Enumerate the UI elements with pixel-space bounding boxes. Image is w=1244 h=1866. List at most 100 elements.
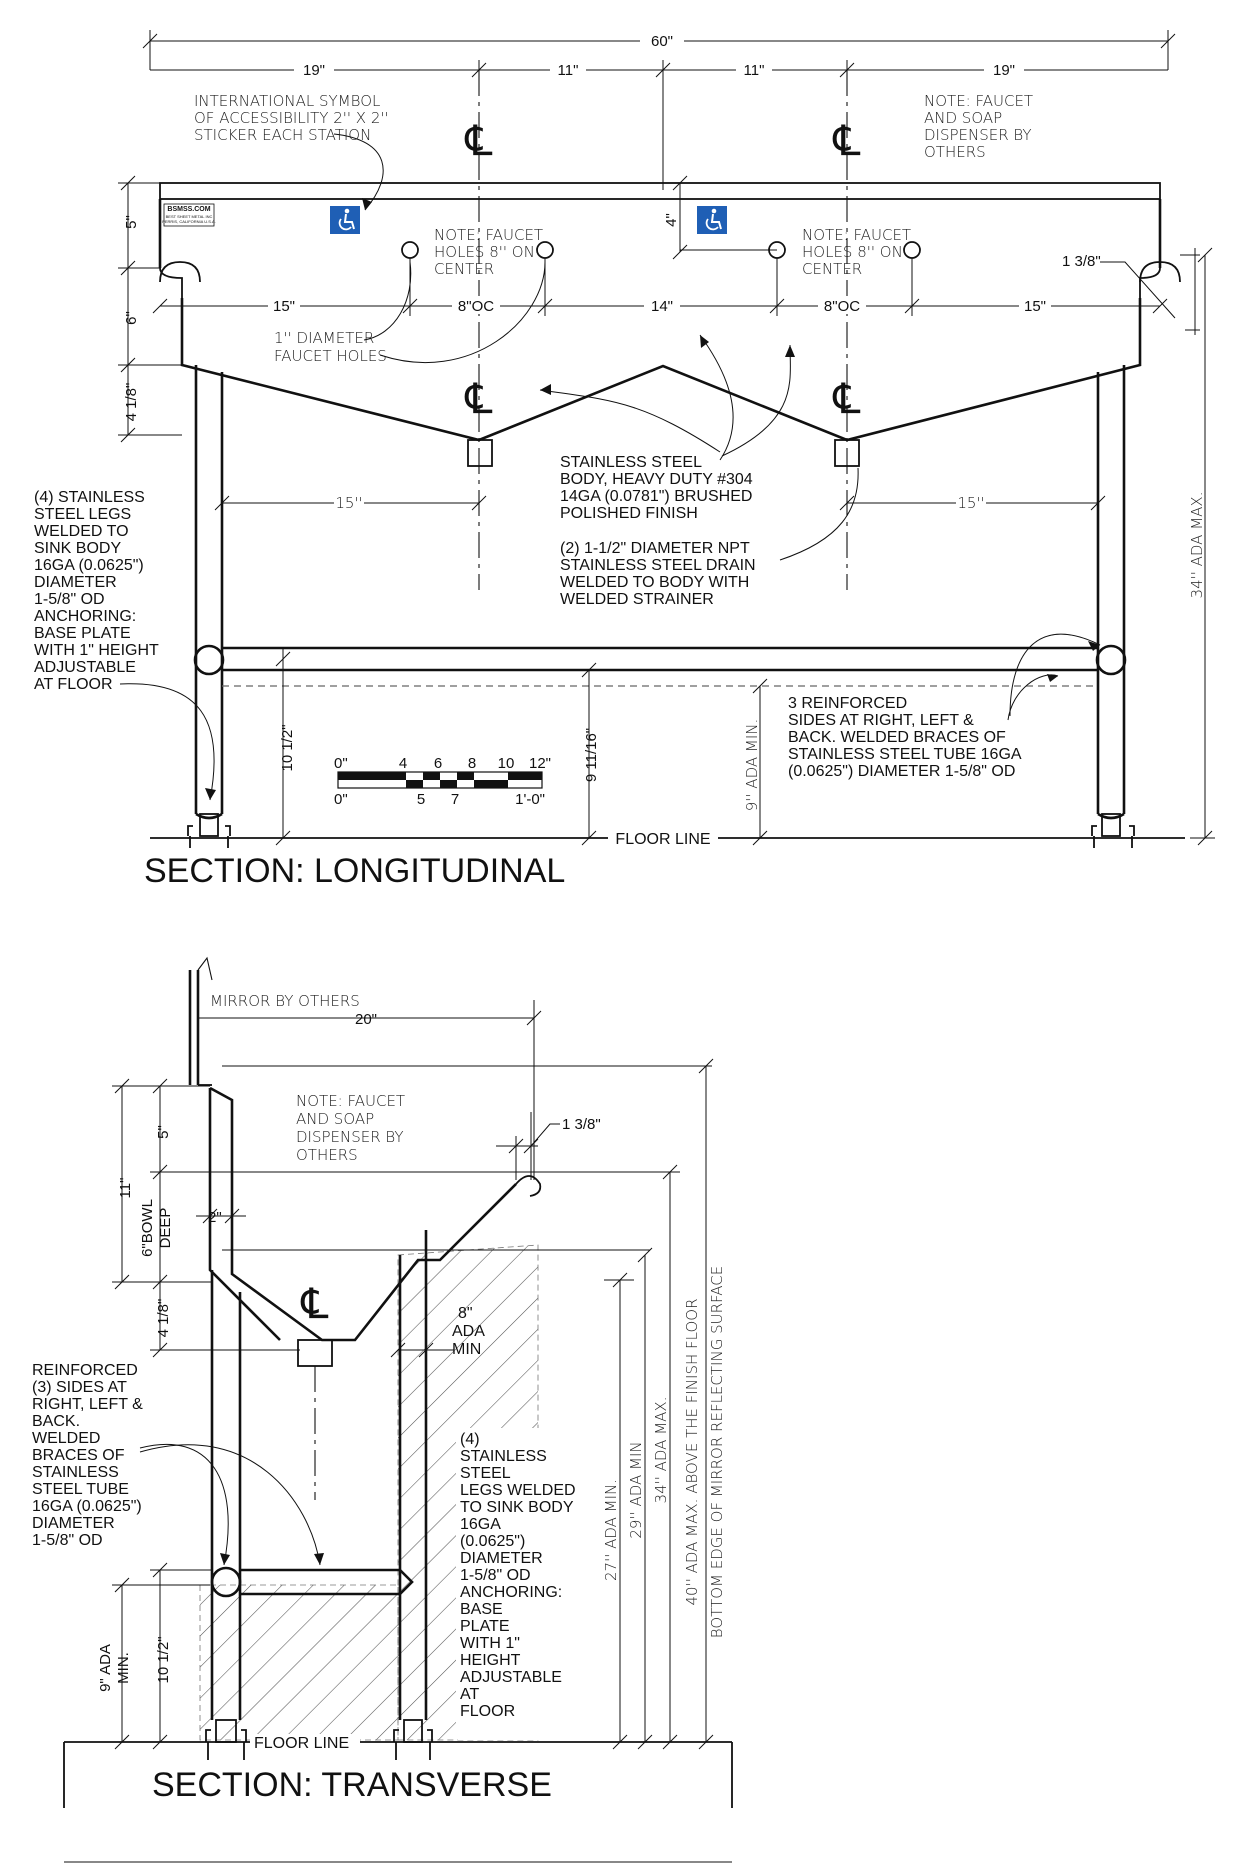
dim-left-stack: 5" 6" 4 1/8" xyxy=(118,175,182,443)
dim-bowl-deep: DEEP xyxy=(157,1208,174,1249)
faucet-hole xyxy=(401,241,419,259)
scale-label: 0" xyxy=(334,791,348,808)
dim-19-right: 19" xyxy=(993,62,1015,79)
centerline-symbol: ℄ xyxy=(833,377,861,423)
accessibility-icon xyxy=(697,206,727,234)
dim-4-1-8-transverse: 4 1/8" xyxy=(155,1299,172,1338)
dim-drain-15-right: 15'' xyxy=(957,494,984,512)
mirror xyxy=(188,956,213,1086)
dim-1-3-8-label: 1 3/8" xyxy=(1062,253,1101,270)
logo-plate: BSMSS.COM BEST SHEET METAL INC PERRIS, C… xyxy=(162,203,216,227)
centerline-symbol: ℄ xyxy=(301,1282,329,1328)
dim-40-ada: 40'' ADA MAX. ABOVE THE FINISH FLOOR xyxy=(683,1298,701,1605)
scale-label: 1'-0" xyxy=(515,791,545,808)
dim-top-chain: 19" 11" 11" 19" xyxy=(150,60,1168,190)
scale-label: 0" xyxy=(334,755,348,772)
drain-right xyxy=(834,439,860,467)
dim-bowl-deep: 6"BOWL xyxy=(139,1199,156,1257)
dim-34-ada-max: 34'' ADA MAX. xyxy=(1188,247,1215,846)
dim-2-label: 2" xyxy=(208,1209,222,1226)
title-transverse: SECTION: TRANSVERSE xyxy=(152,1766,552,1804)
dim-left-transverse: 11" 5" 6"BOWL DEEP 4 1/8" xyxy=(112,1078,300,1358)
scale-label: 4 xyxy=(399,755,407,772)
centerline-symbol: ℄ xyxy=(465,119,493,165)
legs-transverse xyxy=(210,1230,428,1743)
anchor-bolts-transverse xyxy=(205,1729,433,1760)
scale-label: 6 xyxy=(434,755,442,772)
faucet-hole xyxy=(903,241,921,259)
dim-9-ada-min: 9'' ADA MIN. xyxy=(743,719,761,812)
dim-34-ada: 34'' ADA MAX. xyxy=(652,1397,670,1504)
brace-longitudinal xyxy=(193,644,1127,687)
title-longitudinal: SECTION: LONGITUDINAL xyxy=(144,852,565,890)
dim-10-1-2: 10 1/2" xyxy=(279,724,296,771)
dim-9-11-16: 9 11/16" xyxy=(583,728,600,782)
sink-body-transverse: ℄ xyxy=(208,1086,542,1500)
hatch-clearance-lower xyxy=(199,1584,399,1741)
dim-2: 2" xyxy=(196,1208,246,1226)
dim-1-3-8-label: 1 3/8" xyxy=(562,1116,601,1133)
dim-right-vertical-transverse: 27'' ADA MIN. 29'' ADA MIN 34'' ADA MAX.… xyxy=(602,1058,726,1750)
scale-label: 7 xyxy=(451,791,459,808)
drain-left xyxy=(467,439,493,467)
logo-line: PERRIS, CALIFORNIA U.S.A. xyxy=(162,219,216,224)
floor-line-label: FLOOR LINE xyxy=(615,831,710,848)
dim-11-right: 11" xyxy=(744,62,765,79)
dim-overall-60: 60" xyxy=(142,28,1176,70)
accessibility-icon xyxy=(330,206,360,234)
dim-8oc-right: 8"OC xyxy=(824,298,860,315)
dim-drain-15-left: 15'' xyxy=(335,494,362,512)
dim-faucet-chain: 15" 8"OC 14" 8"OC 15" xyxy=(152,258,1168,316)
dim-9-ada-transverse: 9" ADA xyxy=(97,1644,114,1692)
floor-line-longitudinal: FLOOR LINE xyxy=(150,828,1185,848)
dim-5: 5" xyxy=(123,215,140,229)
dim-4-1-8: 4 1/8" xyxy=(123,383,140,422)
transverse-section: ℄ FLOOR LINE MIRROR BY OTHERS xyxy=(32,956,733,1863)
dim-60-label: 60" xyxy=(651,33,673,50)
faucet-hole xyxy=(536,241,554,259)
note-mirror: MIRROR BY OTHERS 20" xyxy=(198,992,542,1180)
dim-mid-4: 4" xyxy=(663,175,777,260)
dim-10-1-2-transverse: 10 1/2" xyxy=(155,1636,172,1683)
scale-label: 12" xyxy=(529,755,551,772)
scale-bar: 0" 4 6 8 10 12" 0" 5 7 1'-0" xyxy=(334,755,551,808)
centerline-symbol: ℄ xyxy=(465,377,493,423)
dim-40-mirror-note: BOTTOM EDGE OF MIRROR REFLECTING SURFACE xyxy=(708,1266,726,1638)
brace-transverse xyxy=(210,1566,414,1598)
dim-20: 20" xyxy=(355,1011,377,1028)
longitudinal-section: 60" 19" 11" 11" 19" ℄ ℄ ℄ ℄ xyxy=(34,28,1215,890)
scale-label: 10 xyxy=(498,755,515,772)
floor-line-label: FLOOR LINE xyxy=(254,1735,349,1752)
dim-9-ada-transverse: MIN. xyxy=(115,1652,132,1684)
dim-15-right: 15" xyxy=(1024,298,1046,315)
mirror-label: MIRROR BY OTHERS xyxy=(210,992,360,1010)
dim-8oc-left: 8"OC xyxy=(458,298,494,315)
dim-29-ada: 29'' ADA MIN xyxy=(627,1441,645,1538)
scale-label: 8 xyxy=(468,755,476,772)
dim-11-left: 11" xyxy=(558,62,579,79)
dim-34-label: 34'' ADA MAX. xyxy=(1188,492,1206,599)
dim-5-transverse: 5" xyxy=(155,1125,172,1139)
dim-27-ada: 27'' ADA MIN. xyxy=(602,1479,620,1581)
